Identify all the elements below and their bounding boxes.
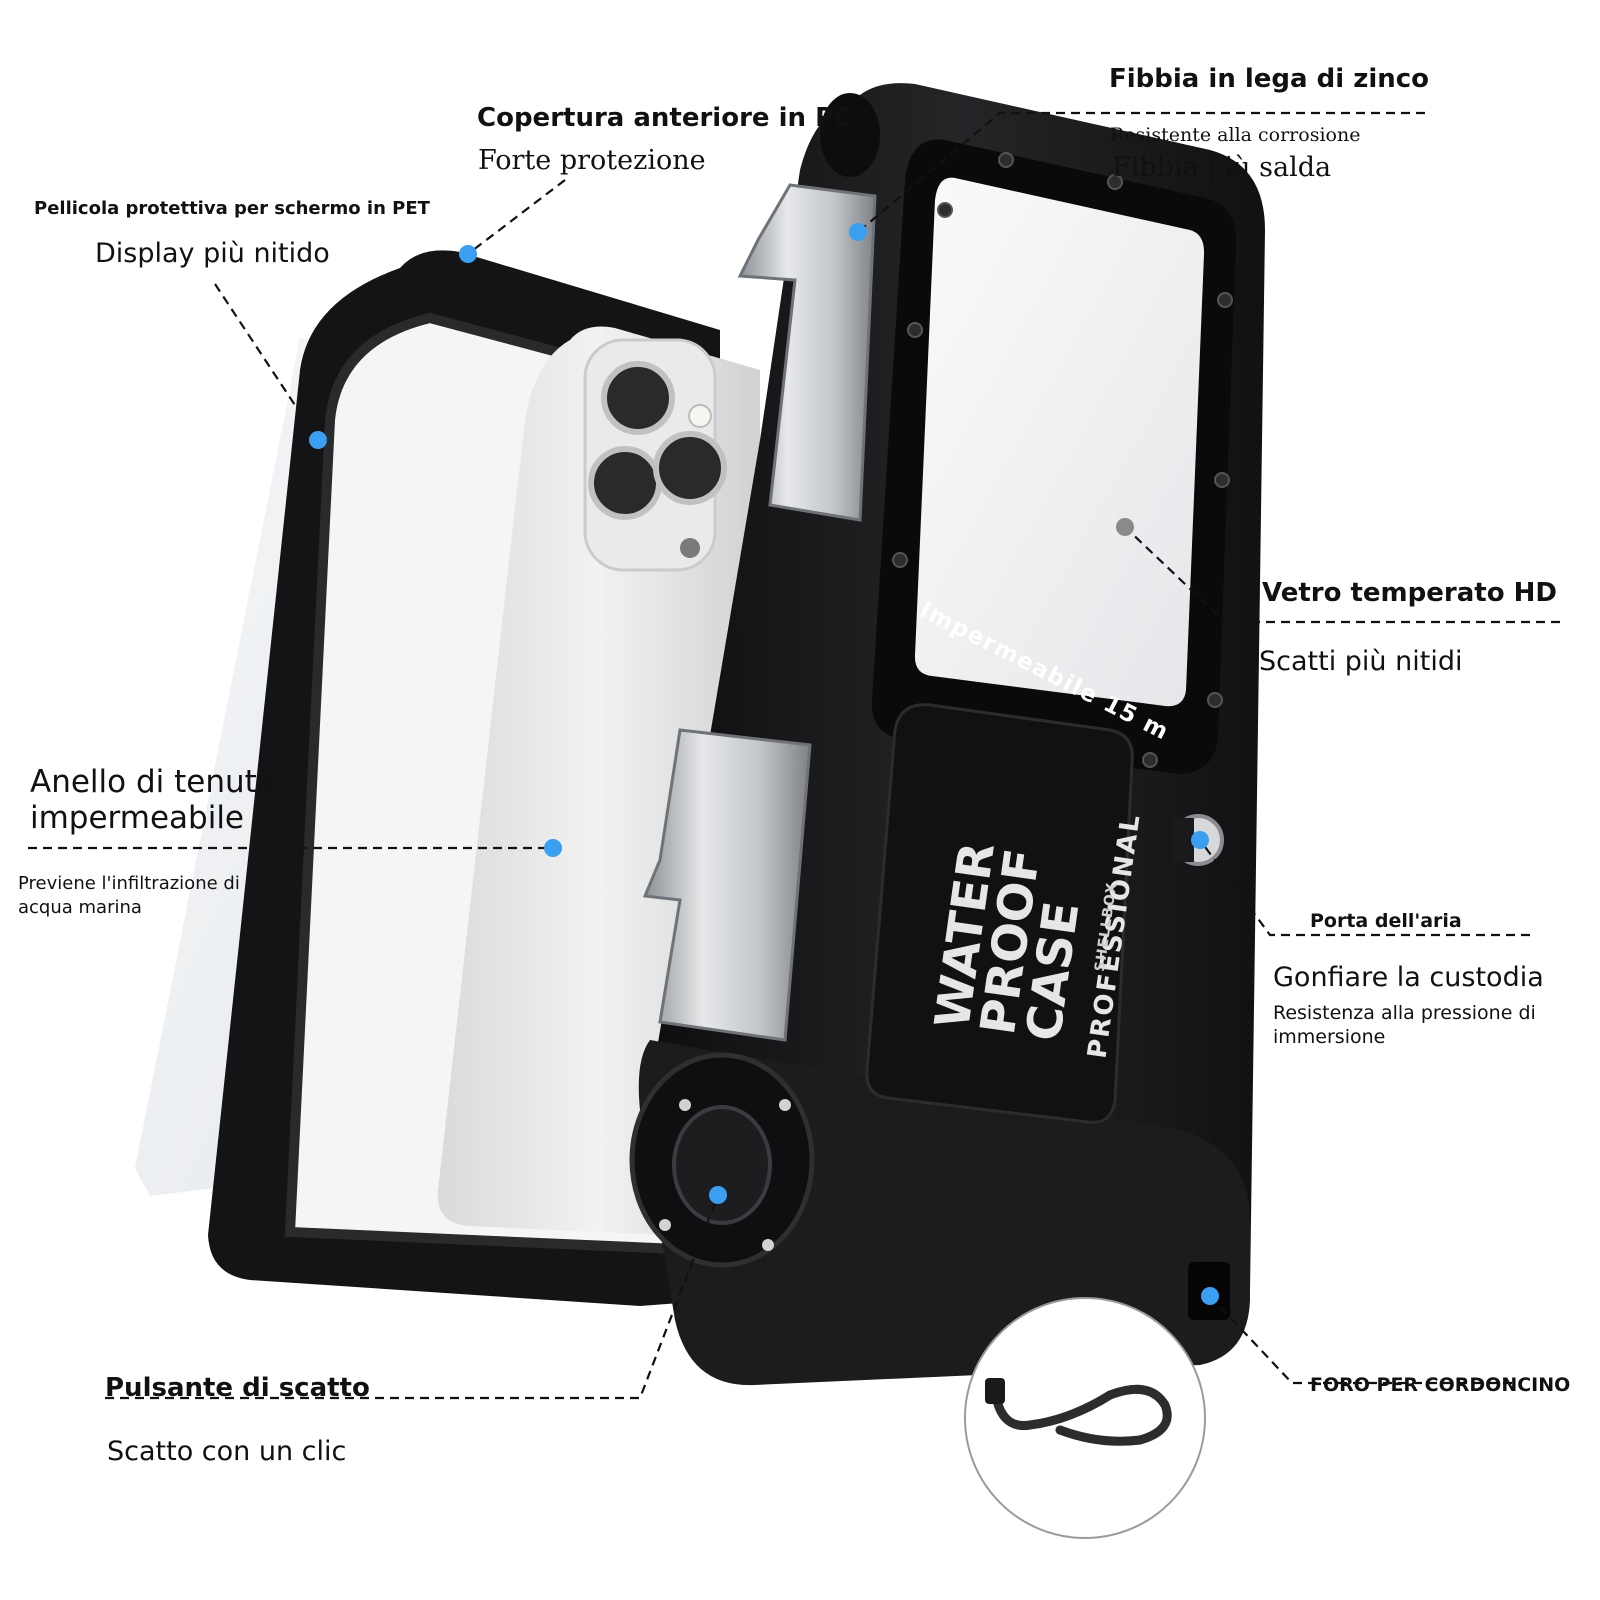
air-port-base xyxy=(1172,818,1194,862)
shutter-title: Pulsante di scatto xyxy=(105,1373,370,1403)
zinc-buckle-top xyxy=(737,183,877,522)
lanyard-hole-title: FORO PER CORDONCINO xyxy=(1310,1374,1571,1396)
camera-sensor xyxy=(680,538,700,558)
seal-ring-title-1: Anello di tenuta xyxy=(30,764,276,800)
lanyard-inset xyxy=(964,1297,1206,1539)
indicator-dots xyxy=(309,223,1219,1305)
front-cover-inner-border xyxy=(284,312,705,1256)
tempered-glass-subtitle: Scatti più nitidi xyxy=(1259,646,1463,677)
zinc-buckle-bottom xyxy=(642,728,812,1042)
air-port-desc-1: Resistenza alla pressione di xyxy=(1273,1002,1536,1024)
air-port-desc-2: immersione xyxy=(1273,1026,1386,1048)
glass-frame-screws xyxy=(892,152,1233,768)
zinc-buckle-line2: Fibbia più salda xyxy=(1112,152,1332,183)
lanyard-strap xyxy=(990,1384,1172,1446)
seal-ring-desc-1: Previene l'infiltrazione di xyxy=(18,873,240,894)
tempered-glass-title: Vetro temperato HD xyxy=(1262,578,1557,608)
camera-lens xyxy=(601,361,675,435)
pc-cover-title: Copertura anteriore in PC xyxy=(477,103,854,133)
seal-ring-title-2: impermeabile xyxy=(30,800,245,836)
air-port-title: Porta dell'aria xyxy=(1310,910,1462,932)
air-port-subtitle: Gonfiare la custodia xyxy=(1273,962,1544,993)
camera-lens xyxy=(653,431,727,505)
pet-film-title: Pellicola protettiva per schermo in PET xyxy=(34,198,430,219)
tempered-glass xyxy=(914,177,1205,707)
shutter-screws xyxy=(659,1099,791,1251)
case-top-knob xyxy=(820,93,880,177)
zinc-buckle-line1: Resistente alla corrosione xyxy=(1110,124,1361,146)
leader-lines xyxy=(28,111,1560,1400)
camera-lens xyxy=(588,446,662,520)
shutter-button xyxy=(672,1105,772,1225)
seal-ring-desc-2: acqua marina xyxy=(18,897,142,918)
camera-flash xyxy=(688,404,712,428)
pet-film-subtitle: Display più nitido xyxy=(95,238,330,269)
zinc-buckle-title: Fibbia in lega di zinco xyxy=(1109,64,1430,94)
pc-cover-subtitle: Forte protezione xyxy=(478,145,706,176)
brand-panel xyxy=(865,703,1134,1124)
lanyard-clip xyxy=(985,1378,1005,1404)
shutter-subtitle: Scatto con un clic xyxy=(107,1436,347,1467)
